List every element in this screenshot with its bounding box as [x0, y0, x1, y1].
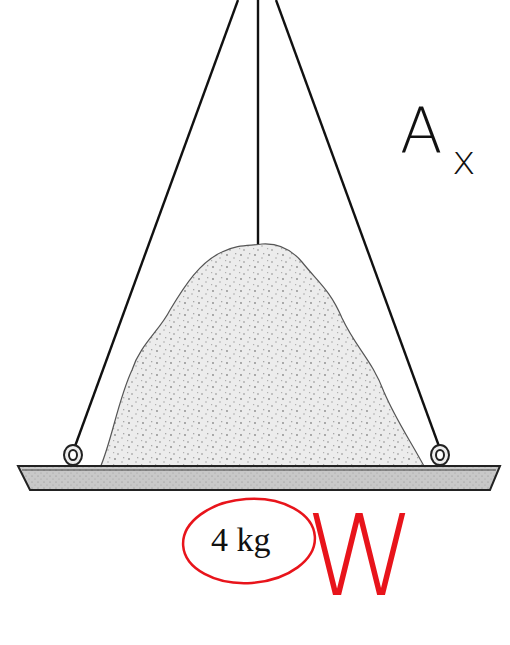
tray-lip [22, 470, 496, 471]
weight-label: W [305, 500, 416, 612]
sand-pile [100, 244, 425, 468]
right-ring-hole [436, 450, 444, 460]
middle-cord [257, 0, 259, 248]
subscript-label: x [452, 140, 476, 180]
left-ring-hole [69, 450, 77, 460]
mass-circle [180, 494, 318, 587]
left-ring [64, 445, 82, 465]
rings [64, 445, 449, 465]
mass-label: 4 kg [211, 523, 271, 557]
force-label: A [400, 100, 442, 162]
tray [18, 466, 500, 490]
right-ring [431, 445, 449, 465]
